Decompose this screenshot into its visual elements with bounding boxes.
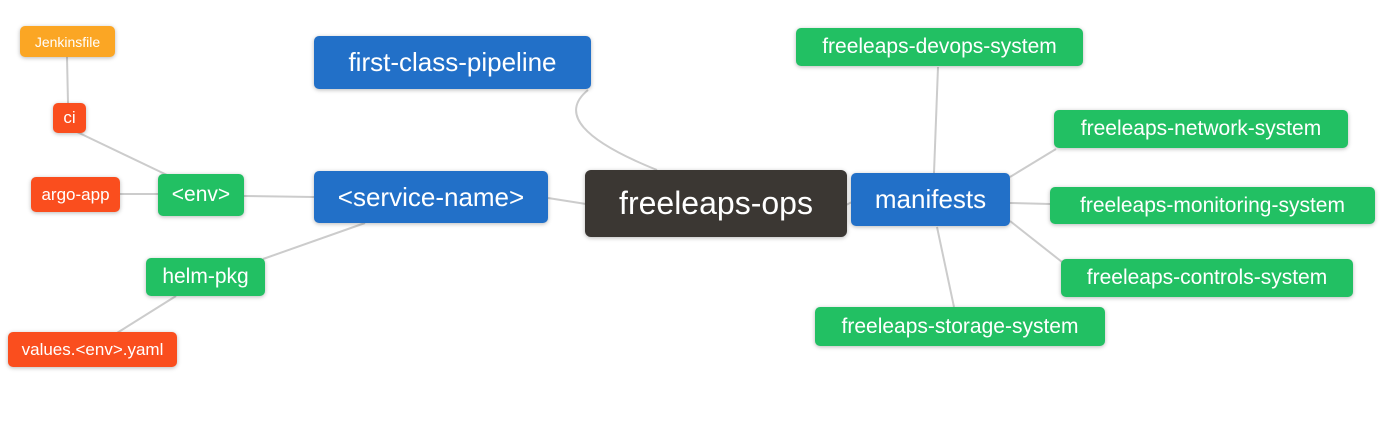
node-helm-pkg[interactable]: helm-pkg bbox=[146, 258, 265, 296]
node-env[interactable]: <env> bbox=[158, 174, 244, 216]
node-freeleaps-storage-system[interactable]: freeleaps-storage-system bbox=[815, 307, 1105, 346]
node-jenkinsfile[interactable]: Jenkinsfile bbox=[20, 26, 115, 57]
node-freeleaps-network-system[interactable]: freeleaps-network-system bbox=[1054, 110, 1348, 148]
edge-manifests-monitoring bbox=[1009, 202, 1051, 205]
edge-helm-pkg-values bbox=[116, 295, 177, 334]
node-ci[interactable]: ci bbox=[53, 103, 86, 133]
edge-jenkinsfile-ci bbox=[66, 56, 69, 104]
node-values-env-yaml[interactable]: values.<env>.yaml bbox=[8, 332, 177, 367]
node-freeleaps-ops-root[interactable]: freeleaps-ops bbox=[585, 170, 847, 237]
edge-env-service bbox=[243, 195, 315, 198]
node-freeleaps-controls-system[interactable]: freeleaps-controls-system bbox=[1061, 259, 1353, 297]
edge-manifests-controls bbox=[1009, 220, 1063, 263]
edge-manifests-storage bbox=[936, 226, 955, 308]
node-freeleaps-monitoring-system[interactable]: freeleaps-monitoring-system bbox=[1050, 187, 1375, 224]
edge-manifests-network bbox=[1009, 148, 1057, 178]
node-argo-app[interactable]: argo-app bbox=[31, 177, 120, 212]
node-service-name[interactable]: <service-name> bbox=[314, 171, 548, 223]
edge-service-helm-pkg bbox=[262, 222, 366, 260]
node-first-class-pipeline[interactable]: first-class-pipeline bbox=[314, 36, 591, 89]
node-freeleaps-devops-system[interactable]: freeleaps-devops-system bbox=[796, 28, 1083, 66]
edge-manifests-devops bbox=[933, 66, 939, 174]
edge-ci-env bbox=[74, 130, 168, 176]
node-manifests[interactable]: manifests bbox=[851, 173, 1010, 226]
edge-service-root bbox=[547, 197, 587, 205]
edge-pipeline-root bbox=[575, 89, 658, 171]
